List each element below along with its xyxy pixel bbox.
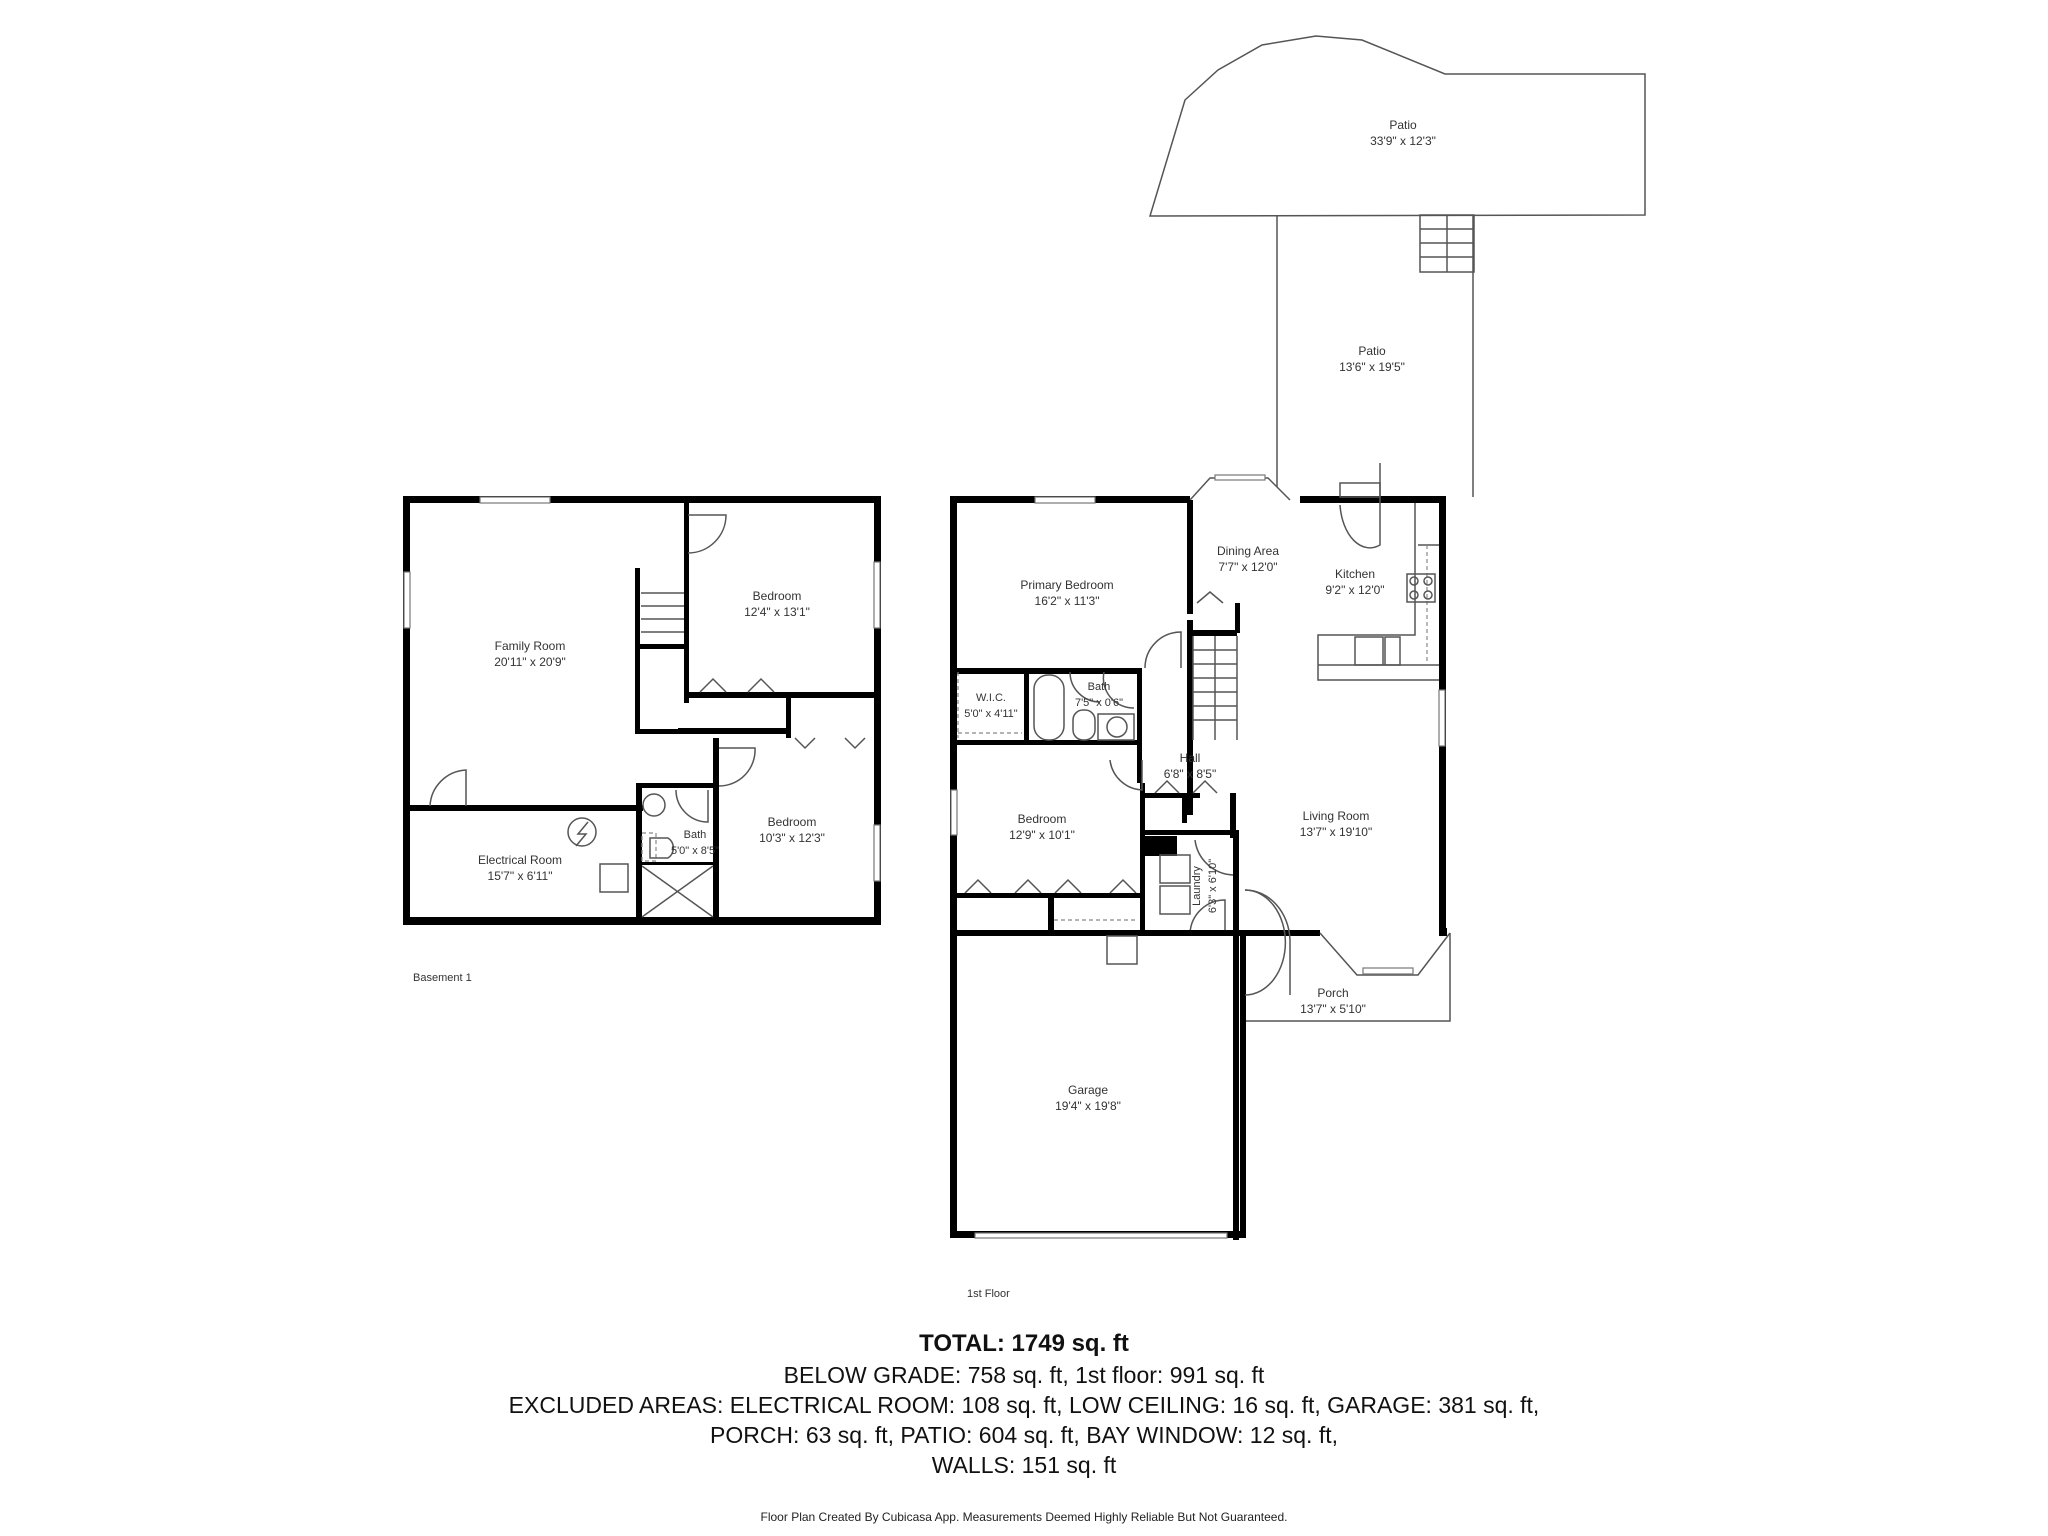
room-name: Primary Bedroom: [1020, 578, 1114, 592]
room-dining-area: Dining Area 7'7" x 12'0": [1217, 543, 1279, 575]
room-dimensions: 7'5" x 0'6": [1074, 697, 1124, 709]
room-name: Dining Area: [1216, 544, 1280, 558]
room-bath-basement: Bath 5'0" x 8'5": [671, 827, 719, 859]
room-living-room: Living Room 13'7" x 19'10": [1300, 808, 1373, 840]
room-name: Garage: [1067, 1083, 1109, 1097]
room-name: Bath: [683, 829, 707, 841]
area-breakdown-line-1: BELOW GRADE: 758 sq. ft, 1st floor: 991 …: [783, 1362, 1265, 1388]
first-floor-plan: [950, 35, 1646, 1240]
room-dimensions: 7'7" x 12'0": [1218, 560, 1278, 574]
room-dimensions: 15'7" x 6'11": [487, 869, 553, 883]
room-name: Bedroom: [1017, 812, 1067, 826]
room-dimensions: 9'2" x 12'0": [1325, 583, 1385, 597]
area-breakdown-line-2: EXCLUDED AREAS: ELECTRICAL ROOM: 108 sq.…: [508, 1392, 1540, 1418]
disclaimer-footer: Floor Plan Created By Cubicasa App. Meas…: [760, 1510, 1288, 1524]
room-family-room: Family Room 20'11" x 20'9": [494, 638, 566, 670]
room-bedroom-basement-2: Bedroom 10'3" x 12'3": [759, 814, 825, 846]
room-dimensions: 6'3" x 6'10": [1207, 858, 1219, 914]
area-breakdown-line-4: WALLS: 151 sq. ft: [931, 1452, 1117, 1478]
room-garage: Garage 19'4" x 19'8": [1055, 1082, 1121, 1114]
room-patio-upper: Patio 33'9" x 12'3": [1370, 117, 1436, 149]
room-dimensions: 10'3" x 12'3": [759, 831, 825, 845]
room-dimensions: 12'4" x 13'1": [744, 605, 810, 619]
room-dimensions: 12'9" x 10'1": [1009, 828, 1075, 842]
room-name: Laundry: [1191, 866, 1203, 906]
room-name: Family Room: [494, 639, 566, 653]
room-bedroom-basement-1: Bedroom 12'4" x 13'1": [744, 588, 810, 620]
room-patio-lower: Patio 13'6" x 19'5": [1339, 343, 1405, 375]
room-dimensions: 13'6" x 19'5": [1339, 360, 1405, 374]
room-dimensions: 13'7" x 5'10": [1300, 1002, 1366, 1016]
room-primary-bedroom: Primary Bedroom 16'2" x 11'3": [1020, 577, 1113, 609]
room-name: Patio: [1389, 118, 1417, 132]
basement-plan: [403, 496, 881, 925]
room-hall: Hall 6'8" x 8'5": [1164, 750, 1216, 782]
room-bedroom-first-floor: Bedroom 12'9" x 10'1": [1009, 811, 1075, 843]
room-porch: Porch 13'7" x 5'10": [1300, 985, 1366, 1017]
room-dimensions: 13'7" x 19'10": [1299, 825, 1373, 839]
room-dimensions: 33'9" x 12'3": [1370, 134, 1436, 148]
room-name: Bedroom: [767, 815, 817, 829]
room-name: Kitchen: [1334, 567, 1376, 581]
room-name: Patio: [1358, 344, 1386, 358]
floor-label-first-floor: 1st Floor: [967, 1288, 1010, 1300]
room-name: W.I.C.: [976, 692, 1006, 704]
room-dimensions: 5'0" x 4'11": [964, 708, 1018, 720]
room-name: Porch: [1317, 986, 1349, 1000]
room-name: Bedroom: [752, 589, 802, 603]
room-name: Living Room: [1302, 809, 1370, 823]
room-dimensions: 6'8" x 8'5": [1163, 767, 1217, 781]
room-dimensions: 19'4" x 19'8": [1055, 1099, 1121, 1113]
room-name: Hall: [1179, 751, 1201, 765]
room-dimensions: 5'0" x 8'5": [670, 845, 720, 857]
room-kitchen: Kitchen 9'2" x 12'0": [1325, 566, 1384, 598]
room-dimensions: 20'11" x 20'9": [494, 655, 566, 669]
room-electrical-room: Electrical Room 15'7" x 6'11": [478, 852, 562, 884]
area-breakdown-line-3: PORCH: 63 sq. ft, PATIO: 604 sq. ft, BAY…: [709, 1422, 1338, 1448]
room-name: Electrical Room: [477, 853, 563, 867]
room-wic: W.I.C. 5'0" x 4'11": [964, 690, 1017, 722]
room-bath-first-floor: Bath 7'5" x 0'6": [1075, 679, 1123, 711]
room-laundry: Laundry 6'3" x 6'10": [1189, 859, 1221, 913]
floor-label-basement: Basement 1: [413, 972, 472, 984]
total-area: TOTAL: 1749 sq. ft: [919, 1330, 1129, 1357]
room-dimensions: 16'2" x 11'3": [1034, 594, 1100, 608]
room-name: Bath: [1087, 681, 1111, 693]
